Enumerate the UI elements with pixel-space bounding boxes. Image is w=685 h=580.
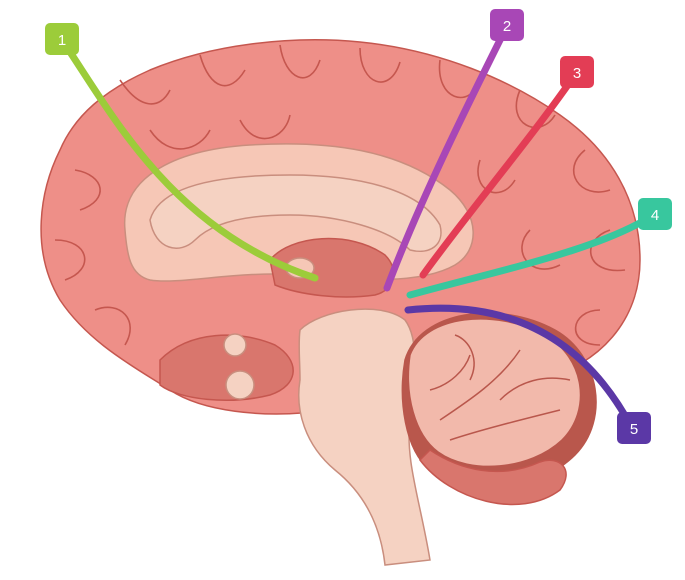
pointer-line-1 [58,36,319,282]
pointer-line-4 [406,210,659,299]
pointer-line-3 [419,68,581,279]
label-2-text: 2 [503,18,511,35]
cortex-gyri [54,44,626,346]
label-5-text: 5 [630,421,638,438]
label-1-text: 1 [58,32,66,49]
label-tag-4: 4 [638,198,672,230]
label-tag-3: 3 [560,56,594,88]
corpus-callosum [149,174,442,252]
label-tag-5: 5 [617,412,651,444]
temporal-region [159,334,294,401]
pointer-line-2 [383,22,511,292]
cerebellum [401,312,597,489]
optic-chiasm [223,333,247,357]
label-3-text: 3 [573,65,581,82]
pointer-line-5 [404,304,636,432]
brainstem [298,308,431,566]
label-tag-1: 1 [45,23,79,55]
label-4-text: 4 [651,207,659,224]
label-tag-2: 2 [490,9,524,41]
pointer-lines [58,22,659,432]
cerebellar-base [419,449,567,506]
pituitary [225,370,255,400]
